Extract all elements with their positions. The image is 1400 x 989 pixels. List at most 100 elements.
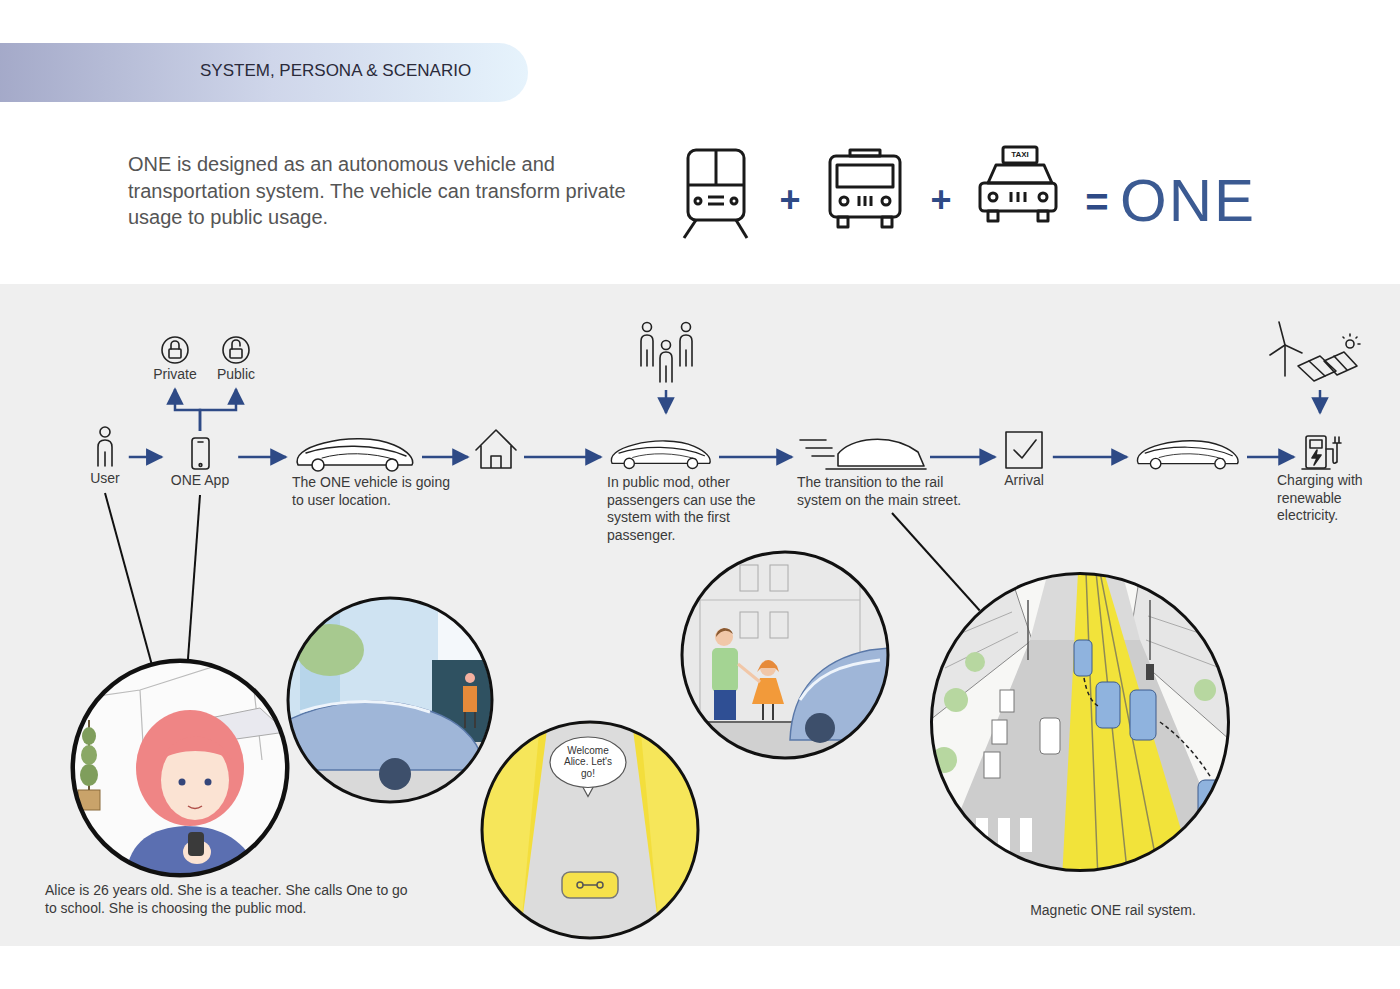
plus-sign: + bbox=[930, 182, 951, 218]
rail-scene bbox=[984, 752, 1000, 778]
flow-icons bbox=[476, 430, 516, 468]
persona-scene bbox=[188, 806, 202, 809]
rail-scene bbox=[930, 572, 1240, 880]
rail-scene bbox=[992, 720, 1007, 744]
logo-text: ONE bbox=[1120, 171, 1256, 231]
boarding-scene bbox=[716, 628, 733, 637]
vehicle-icons bbox=[830, 156, 900, 217]
vehicle-icons bbox=[1024, 192, 1027, 202]
step-label: Charging with renewable electricity. bbox=[1277, 472, 1389, 525]
interior-scene bbox=[520, 722, 660, 938]
scenario-panel bbox=[0, 284, 1400, 946]
bubble-text: Welcome Alice. Let's go! bbox=[561, 745, 615, 780]
boarding-scene bbox=[682, 552, 890, 762]
flow-arrow bbox=[719, 456, 792, 459]
rail-scene bbox=[1146, 664, 1154, 680]
flow-icons bbox=[223, 337, 249, 363]
leader-line bbox=[892, 513, 980, 610]
pickup-scene bbox=[288, 701, 480, 770]
flow-icons bbox=[1270, 322, 1302, 355]
boarding-scene bbox=[752, 678, 784, 704]
bubble-outline bbox=[550, 737, 626, 788]
step-label: User bbox=[90, 470, 120, 486]
flow-icons bbox=[199, 464, 202, 467]
pickup-scene bbox=[288, 598, 492, 802]
rail-scene bbox=[1028, 600, 1150, 660]
leader-line bbox=[105, 493, 152, 664]
scene-frame bbox=[482, 722, 698, 938]
rail-scene bbox=[1130, 690, 1156, 740]
persona-scene bbox=[82, 727, 96, 745]
vehicle-icons bbox=[684, 220, 696, 238]
flow-icons bbox=[680, 335, 692, 366]
boarding-scene bbox=[770, 565, 788, 591]
rail-scene bbox=[965, 652, 985, 672]
vehicle-icons bbox=[708, 196, 724, 199]
flow-icons bbox=[198, 441, 203, 443]
flow-icons bbox=[641, 335, 653, 366]
boarding-scene bbox=[738, 664, 760, 682]
circle-outline bbox=[932, 574, 1229, 871]
boarding-scene bbox=[800, 660, 880, 700]
boarding-scene bbox=[763, 704, 773, 720]
vehicle-icons bbox=[715, 150, 718, 185]
pickup-scene bbox=[465, 673, 475, 683]
flow-icons bbox=[611, 441, 710, 469]
flow-arrow bbox=[930, 456, 995, 459]
speech-bubble: Welcome Alice. Let's go! bbox=[549, 736, 627, 789]
flow-icons bbox=[100, 427, 110, 437]
step-label: Public bbox=[217, 366, 255, 382]
step-label: Private bbox=[153, 366, 197, 382]
persona-scene bbox=[188, 832, 204, 856]
vehicle-icons bbox=[858, 196, 861, 206]
flow-icons bbox=[1298, 352, 1357, 381]
persona-circle: Alice is 26 years old. She is a teacher.… bbox=[72, 660, 288, 876]
arrival-step: Arrival bbox=[1001, 429, 1047, 491]
vehicle-icons bbox=[684, 147, 1056, 238]
flow-arrow bbox=[129, 456, 162, 459]
flow-arrow bbox=[1319, 390, 1322, 413]
step-label: ONE App bbox=[171, 472, 229, 488]
interior-scene bbox=[577, 882, 583, 888]
flow-icons bbox=[682, 323, 691, 332]
flow-arrow bbox=[524, 456, 601, 459]
flow-icons bbox=[1302, 437, 1341, 469]
interior-scene bbox=[562, 872, 618, 898]
title-banner bbox=[0, 43, 528, 102]
step-label: Magnetic ONE rail system. bbox=[983, 902, 1243, 920]
circle-outline bbox=[74, 662, 287, 875]
rail-scene bbox=[1086, 572, 1160, 880]
charging-step: Charging with renewable electricity. bbox=[1300, 428, 1342, 470]
boarding-scene bbox=[714, 690, 736, 720]
flow-icons bbox=[1309, 356, 1347, 376]
vehicle-icons bbox=[736, 220, 747, 238]
step-label: Alice is 26 years old. She is a teacher.… bbox=[45, 882, 415, 917]
persona-scene bbox=[160, 737, 232, 760]
scene-frame bbox=[288, 598, 492, 802]
circle-outline bbox=[72, 660, 288, 876]
persona-scene bbox=[70, 655, 290, 880]
page-title: SYSTEM, PERSONA & SCENARIO bbox=[200, 61, 471, 81]
circle-outline bbox=[930, 572, 1230, 872]
rail-circle: Magnetic ONE rail system. bbox=[930, 572, 1230, 872]
vehicle-icons bbox=[864, 196, 867, 206]
persona-scene bbox=[80, 764, 98, 786]
vehicle-icons bbox=[882, 217, 892, 227]
vehicle-icons bbox=[688, 150, 744, 220]
flow-arrow bbox=[175, 389, 200, 431]
step-label: The transition to the rail system on the… bbox=[797, 474, 987, 509]
equals-sign: = bbox=[1085, 182, 1108, 222]
vehicle-step: In public mod, other passengers can use … bbox=[607, 436, 713, 472]
persona-scene bbox=[136, 710, 244, 826]
pickup-scene bbox=[465, 712, 475, 728]
interior-scene bbox=[597, 882, 603, 888]
persona-scene bbox=[205, 779, 212, 786]
step-label: Arrival bbox=[1004, 472, 1044, 488]
flow-icons bbox=[171, 341, 179, 349]
vehicle-icons bbox=[882, 197, 890, 205]
rail-scene bbox=[1084, 678, 1210, 776]
flow-arrow bbox=[666, 390, 1320, 413]
flow-arrow bbox=[1053, 456, 1127, 459]
